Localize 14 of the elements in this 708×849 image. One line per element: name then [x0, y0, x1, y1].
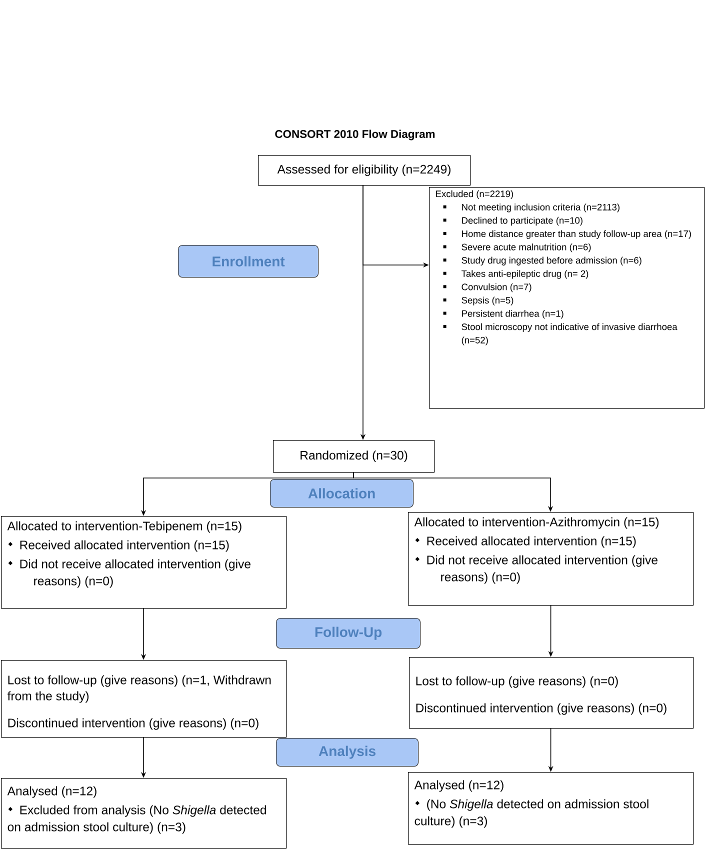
process-box: Excluded (n=2219) Not meeting inclusion criteria (n=2113) Declined to participate (n=10) Home distance greater than study follow-up area (n=17) Severe acute malnutrition (n=6) Study drug ingested before admission (n=6) Takes anti-epileptic drug (n= 2) Convulsion (n=7) Sepsis (n=5) Persistent diarrhea (n=1) Stool microscopy not indicative of invasive diarrhoea (n=52)	[429, 187, 705, 409]
title: CONSORT 2010 Flow Diagram	[275, 130, 435, 140]
process-box: Lost to follow-up (give reasons) (n=0) Discontinued intervention (give reasons) (n=0)	[409, 657, 694, 729]
process-box: Analysed (n=12) (No Shigella detected on admission stool culture) (n=3)	[408, 772, 694, 845]
stage-label: Analysis	[276, 738, 419, 767]
process-box: Allocated to intervention-Tebipenem (n=15) Received allocated intervention (n=15) Did not receive allocated intervention (give reasons) (n=0)	[1, 516, 287, 609]
process-box: Lost to follow-up (give reasons) (n=1, Withdrawn from the study) Discontinued intervention (give reasons) (n=0)	[1, 660, 287, 738]
stage-label: Allocation	[270, 479, 414, 508]
stage-label: Follow-Up	[276, 618, 421, 649]
process-box: Analysed (n=12) Excluded from analysis (No Shigella detected on admission stool culture) (n=3)	[1, 778, 287, 849]
stage-label: Enrollment	[178, 245, 319, 278]
process-box: Assessed for eligibility (n=2249)	[258, 155, 471, 186]
process-box: Allocated to intervention-Azithromycin (n=15) Received allocated intervention (n=15) Did not receive allocated intervention (give reasons) (n=0)	[408, 512, 694, 606]
process-box: Randomized (n=30)	[273, 440, 435, 473]
